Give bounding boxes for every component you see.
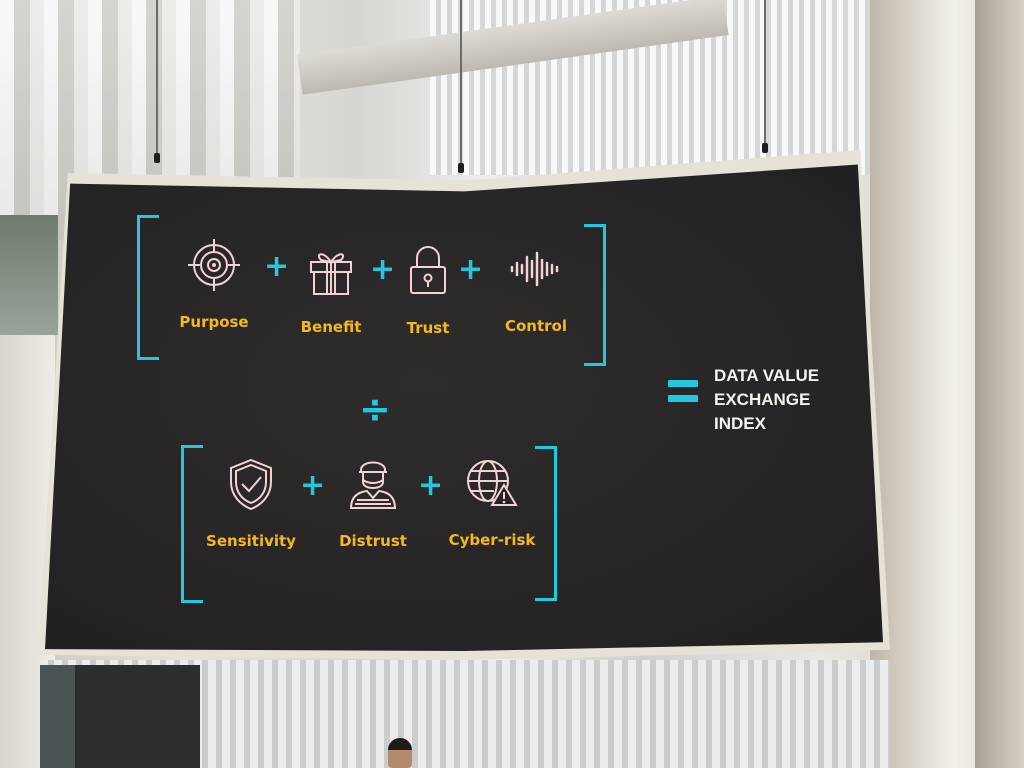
term-cyber-risk: Cyber-risk — [442, 455, 542, 549]
right-bracket-bottom — [535, 446, 557, 601]
term-purpose: Purpose — [164, 237, 264, 331]
term-label: Trust — [406, 319, 450, 337]
term-label: Cyber-risk — [448, 531, 536, 549]
term-trust: Trust — [378, 243, 478, 337]
globe-warning-icon — [467, 460, 518, 506]
term-label: Purpose — [179, 313, 249, 331]
masked-person-icon — [349, 461, 397, 509]
term-control: Control — [486, 241, 586, 335]
cable-clamp — [458, 163, 464, 173]
equals-sign — [668, 380, 698, 410]
column-shadow — [975, 0, 1024, 768]
shield-check-icon — [230, 458, 272, 511]
result-line: EXCHANGE — [714, 390, 811, 409]
dark-doorway — [75, 665, 200, 768]
divide-sign: ÷ — [359, 387, 391, 431]
result-line: DATA VALUE — [714, 366, 820, 385]
led-screen — [45, 164, 883, 652]
plus-sign: + — [264, 249, 290, 284]
left-bracket-top — [137, 215, 159, 360]
target-icon — [188, 239, 240, 291]
cable-clamp — [154, 153, 160, 163]
window-glass — [0, 215, 58, 335]
right-bracket-top — [584, 224, 606, 366]
cable-clamp — [762, 143, 768, 153]
term-distrust: Distrust — [323, 456, 423, 550]
gift-icon — [310, 253, 352, 295]
plus-sign: + — [418, 468, 444, 503]
person-head — [388, 738, 412, 768]
result-line: INDEX — [714, 414, 766, 433]
term-label: Control — [504, 317, 567, 335]
term-label: Sensitivity — [206, 532, 296, 550]
left-bracket-bottom — [181, 445, 203, 603]
term-label: Benefit — [300, 318, 362, 336]
hanging-cable — [156, 0, 158, 158]
plus-sign: + — [458, 252, 484, 287]
plus-sign: + — [300, 468, 326, 503]
plus-sign: + — [370, 252, 396, 287]
sound-wave-icon — [510, 251, 559, 287]
hanging-cable — [460, 0, 462, 168]
door-frame — [40, 665, 78, 768]
padlock-icon — [410, 246, 446, 294]
hanging-cable — [764, 0, 766, 148]
term-sensitivity: Sensitivity — [201, 456, 301, 550]
term-benefit: Benefit — [281, 242, 381, 336]
result-title: DATA VALUE EXCHANGE INDEX — [714, 364, 864, 436]
term-label: Distrust — [339, 532, 407, 550]
